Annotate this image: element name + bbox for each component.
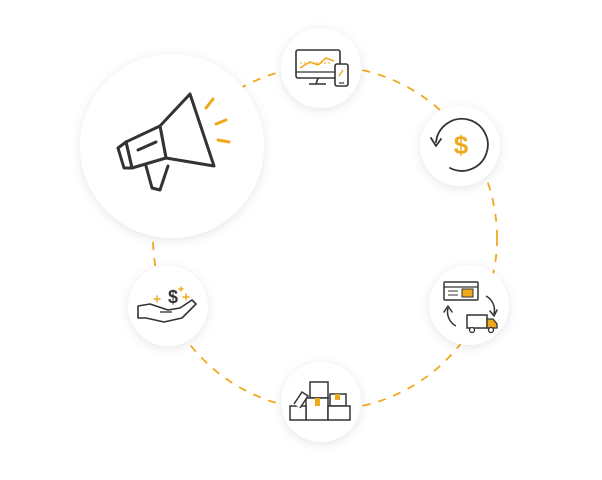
sound-waves-icon [204, 97, 231, 144]
node-dollar-cycle: $ [420, 106, 500, 186]
dashed-cycle-ring [152, 65, 498, 411]
node-boxes [281, 362, 361, 442]
hand-dollar-symbol: $ [168, 287, 178, 307]
devices-chart-icon [295, 49, 349, 87]
invoice-delivery-icon [443, 281, 498, 334]
node-invoice-delivery [429, 265, 509, 345]
dollar-symbol: $ [454, 130, 469, 160]
node-hand-dollar: $ [128, 266, 208, 346]
node-megaphone [80, 54, 264, 238]
megaphone-icon [116, 92, 216, 192]
hand-dollar-icon: $ [137, 286, 197, 323]
boxes-icon [289, 381, 351, 421]
sparkle-icon [153, 286, 190, 303]
node-devices [281, 28, 361, 108]
dollar-cycle-icon: $ [430, 117, 489, 172]
